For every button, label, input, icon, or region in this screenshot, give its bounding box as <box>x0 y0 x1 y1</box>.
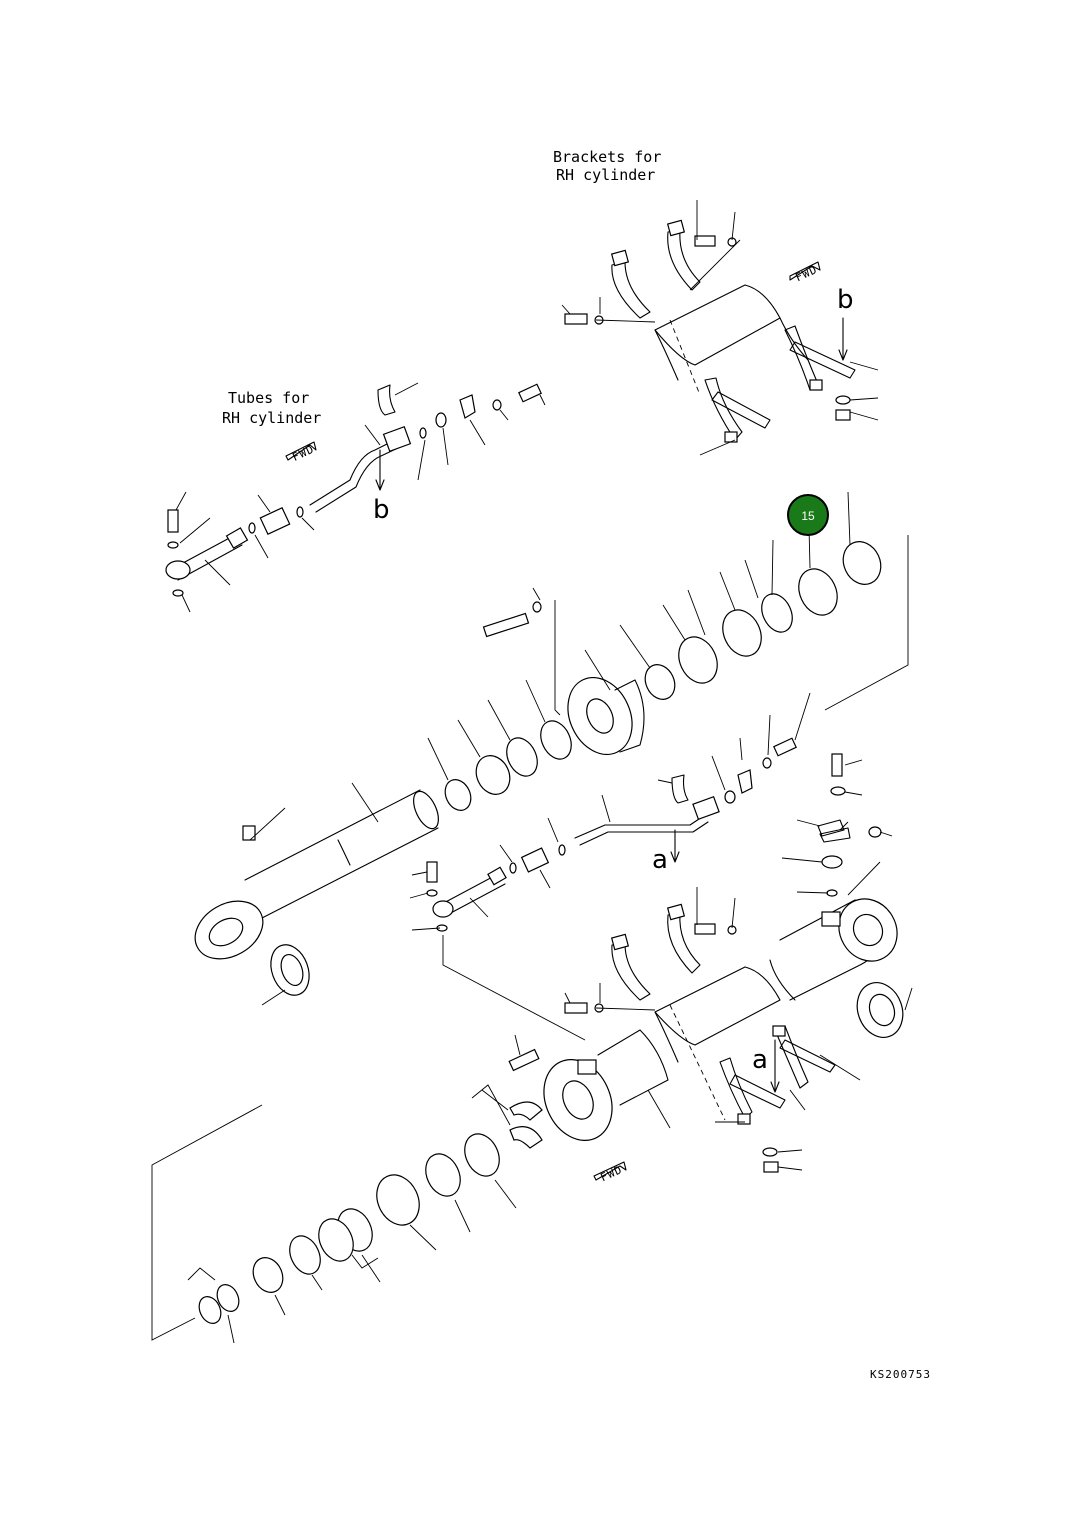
rh-bracket-assembly: FWD b <box>561 200 879 456</box>
cylinder-tube-piston-kit <box>151 1029 671 1344</box>
callout-15-number: 15 <box>801 509 815 523</box>
ref-b-tubes: b <box>373 495 390 525</box>
bottom-cap-parts <box>769 753 913 1038</box>
rod-head-seal-kit <box>194 491 909 1006</box>
callout-15-badge[interactable] <box>787 494 829 536</box>
fwd-arrow-top: FWD <box>793 263 819 284</box>
brackets-title-line2: RH cylinder <box>556 166 655 184</box>
callout-15[interactable]: 15 <box>787 494 829 536</box>
lh-bracket-assembly: FWD a <box>564 887 861 1184</box>
tubes-title-line1: Tubes for <box>228 389 309 407</box>
ref-b-top: b <box>837 285 854 315</box>
drawing-code: KS200753 <box>870 1368 931 1381</box>
brackets-title-line1: Brackets for <box>553 148 661 166</box>
rh-tube-assembly: FWD b <box>165 382 546 613</box>
lh-tube-assembly: a <box>409 692 811 1041</box>
ref-a-middle: a <box>652 845 668 875</box>
tubes-title-line2: RH cylinder <box>222 409 321 427</box>
ref-a-bottom: a <box>752 1045 768 1075</box>
fwd-arrow-tubes: FWD <box>290 442 316 463</box>
